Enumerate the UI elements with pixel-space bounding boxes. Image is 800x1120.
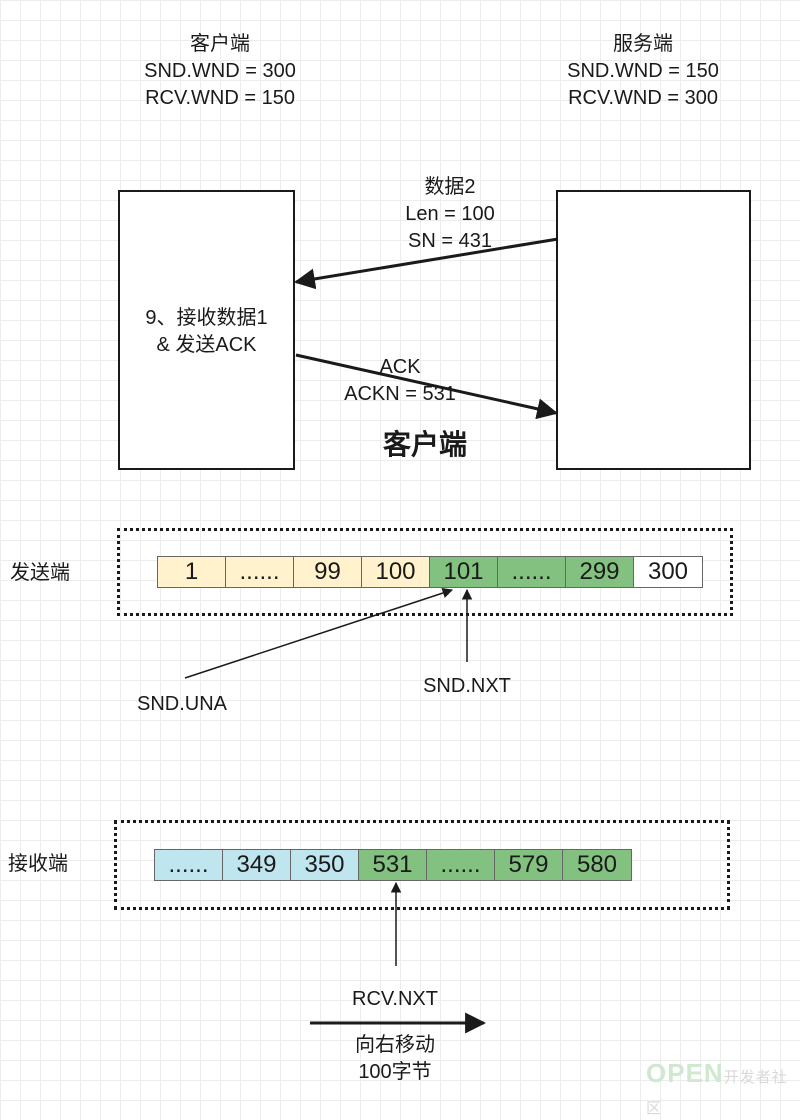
sender-cell-1: 1 <box>158 557 226 587</box>
receiver-cell-5: ...... <box>427 850 495 880</box>
ack-arrow <box>295 353 559 420</box>
client-box <box>118 190 295 470</box>
sender-label: 发送端 <box>10 562 70 584</box>
receiver-cell-3: 350 <box>291 850 359 880</box>
receiver-cell-2: 349 <box>223 850 291 880</box>
receiver-label: 接收端 <box>8 853 68 875</box>
receiver-cell-7: 580 <box>563 850 631 880</box>
receiver-buffer: ...... 349 350 531 ...... 579 580 <box>154 849 632 881</box>
server-header: 服务端 SND.WND = 150 RCV.WND = 300 <box>543 31 743 112</box>
sender-cell-4: 100 <box>362 557 430 587</box>
data-message-line1: 数据2 <box>424 176 476 198</box>
client-box-line1: 9、接收数据1 <box>145 307 268 329</box>
snd-una-arrow <box>184 587 453 679</box>
receiver-cell-6: 579 <box>495 850 563 880</box>
snd-nxt-label: SND.NXT <box>423 675 511 697</box>
ack-message-line1: ACK <box>379 356 421 378</box>
client-snd-wnd: SND.WND = 300 <box>144 60 296 82</box>
server-box <box>556 190 751 470</box>
sender-cell-8: 300 <box>634 557 702 587</box>
snd-una-label: SND.UNA <box>136 693 227 715</box>
receiver-cell-4: 531 <box>359 850 427 880</box>
ack-message-line2: ACKN = 531 <box>344 383 456 405</box>
receiver-cell-1: ...... <box>155 850 223 880</box>
data-message-line2: Len = 100 <box>405 203 495 225</box>
sender-window-frame <box>117 528 733 616</box>
server-rcv-wnd: RCV.WND = 300 <box>568 87 718 109</box>
client-rcv-wnd: RCV.WND = 150 <box>145 87 295 109</box>
ack-message-label: ACK ACKN = 531 <box>320 354 480 408</box>
sender-cell-3: 99 <box>294 557 362 587</box>
move-right-label: 向右移动 100字节 <box>330 1032 460 1086</box>
watermark-brand: OPEN <box>646 1058 724 1088</box>
data-message-label: 数据2 Len = 100 SN = 431 <box>370 174 530 255</box>
server-snd-wnd: SND.WND = 150 <box>567 60 719 82</box>
arrows-layer <box>184 237 559 1034</box>
data-message-line3: SN = 431 <box>408 230 492 252</box>
move-right-line2: 100字节 <box>358 1061 432 1083</box>
move-right-line1: 向右移动 <box>355 1034 435 1056</box>
sender-cell-6: ...... <box>498 557 566 587</box>
client-box-label: 9、接收数据1 & 发送ACK <box>118 305 295 359</box>
section-title: 客户端 <box>382 429 467 460</box>
receiver-window-frame <box>114 820 730 910</box>
rcv-nxt-label: RCV.NXT <box>352 988 438 1010</box>
client-box-line2: & 发送ACK <box>156 334 257 356</box>
sender-cell-2: ...... <box>226 557 294 587</box>
server-title: 服务端 <box>613 33 673 55</box>
client-title: 客户端 <box>190 33 250 55</box>
sender-cell-7: 299 <box>566 557 634 587</box>
data-arrow <box>293 237 559 290</box>
watermark-logo: OPEN开发者社区 <box>646 1058 800 1120</box>
sender-cell-5: 101 <box>430 557 498 587</box>
sender-buffer: 1 ...... 99 100 101 ...... 299 300 <box>157 556 703 588</box>
client-header: 客户端 SND.WND = 300 RCV.WND = 150 <box>120 31 320 112</box>
